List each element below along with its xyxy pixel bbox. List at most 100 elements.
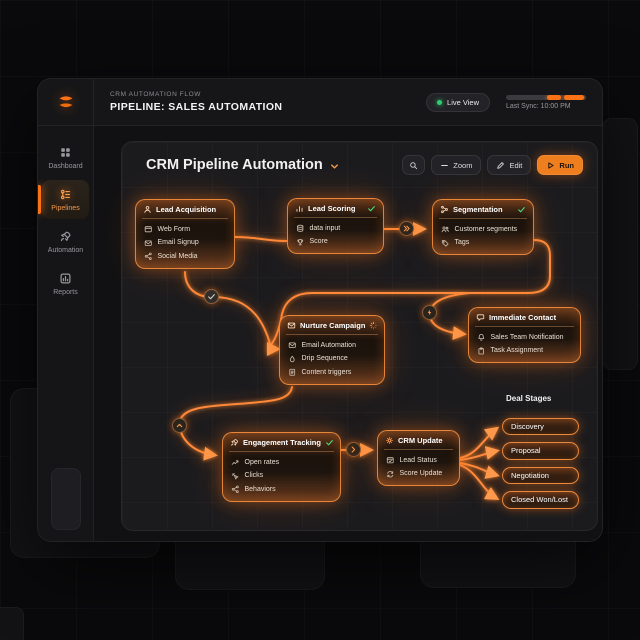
flow-canvas[interactable]: CRM Pipeline Automation Zoom [121,141,598,531]
user-icon [143,205,152,214]
spark-icon [425,308,434,317]
check-icon [367,204,376,213]
wire-acquisition-scoring [234,236,288,242]
node-segmentation[interactable]: Segmentation Customer segments Tags [432,199,534,255]
sidebar-item-label: Reports [53,289,78,296]
sidebar-item-label: Dashboard [48,163,83,170]
wire-acquisition-nurture [184,271,281,356]
bell-icon [477,333,486,342]
edit-button[interactable]: Edit [487,155,532,175]
cursor-click-icon [231,472,240,481]
wire-crm-closed [459,464,500,500]
stage-label: Discovery [511,421,544,431]
mail-icon [288,341,297,350]
connector-badge-fast-forward [399,221,414,236]
droplet-icon [288,355,297,364]
stage-closed-won-lost[interactable]: Closed Won/Lost [502,491,579,509]
live-view-badge[interactable]: Live View [426,92,490,112]
last-sync-label: Last Sync: 10:00 PM [506,102,571,110]
node-title: Lead Scoring [308,204,356,213]
sidebar-item-pipelines[interactable]: Pipelines [38,180,89,219]
pencil-icon [496,161,505,170]
clipboard-icon [477,347,486,356]
connector-badge-spark [422,305,437,320]
node-engagement-tracking[interactable]: Engagement Tracking Open rates Clicks Be… [222,432,341,502]
main-area: CRM Pipeline Automation Zoom [94,126,602,541]
wire-crm-negotiation [459,462,500,479]
magnifier-button[interactable] [402,155,426,175]
run-button[interactable]: Run [537,155,583,175]
run-label: Run [559,160,574,170]
node-item-label: Behaviors [244,485,276,493]
browser-icon [144,225,153,234]
chevron-right-icon [349,445,358,454]
stage-negotiation[interactable]: Negotiation [502,466,579,484]
logo-cell[interactable] [38,79,94,125]
users-icon [441,225,450,234]
app-window: CRM AUTOMATION FLOW PIPELINE: SALES AUTO… [37,78,603,542]
minus-icon [440,161,449,170]
node-item-label: Email Signup [157,239,199,247]
node-nurture-campaign[interactable]: Nurture Campaign Email Automation Drip S… [279,315,385,385]
deal-stages-heading: Deal Stages [506,394,552,403]
chevrons-right-icon [402,224,411,233]
check-icon [517,205,526,214]
live-view-label: Live View [447,97,479,107]
sidebar-item-label: Pipelines [51,205,80,212]
stage-proposal[interactable]: Proposal [502,442,579,460]
canvas-toolbar: Zoom Edit Run [402,155,583,175]
node-item-label: Lead Status [399,456,437,464]
mail-icon [144,239,153,248]
document-icon [288,368,297,377]
node-crm-update[interactable]: CRM Update Lead Status Score Update [377,430,460,486]
node-title: Engagement Tracking [243,438,321,447]
background-panel [602,118,638,370]
node-item-label: Sales Team Notification [490,333,564,341]
node-item-label: Content triggers [301,368,352,376]
wire-nurture-engagement [178,386,293,461]
tag-icon [441,239,450,248]
trophy-icon [296,238,305,247]
live-dot-icon [437,99,443,105]
rocket-icon [59,230,72,243]
node-title: Nurture Campaign [300,321,366,330]
wire-crm-discovery [459,426,500,459]
node-item-label: Web Form [157,225,191,233]
node-item-label: Open rates [244,458,280,466]
chat-icon [476,313,485,322]
calendar-check-icon [386,456,395,465]
connector-badge-chevron-up [172,418,187,433]
node-immediate-contact[interactable]: Immediate Contact Sales Team Notificatio… [468,307,581,363]
chevron-up-icon [175,421,184,430]
refresh-icon [386,470,395,479]
zoom-button[interactable]: Zoom [431,155,482,175]
zoom-label: Zoom [453,160,473,170]
node-item-label: data input [309,224,341,232]
window-header: CRM AUTOMATION FLOW PIPELINE: SALES AUTO… [38,79,602,126]
background-panel [0,607,24,640]
node-item-label: Email Automation [301,341,356,349]
chevron-down-icon[interactable] [329,161,340,172]
node-lead-acquisition[interactable]: Lead Acquisition Web Form Email Signup S… [135,199,235,269]
node-item-label: Score Update [399,470,443,478]
sidebar-item-reports[interactable]: Reports [42,264,89,303]
sidebar-decoration [50,468,81,530]
connector-badge-chevron-right [346,442,361,457]
play-icon [546,161,555,170]
progress-segment [546,94,562,100]
node-lead-scoring[interactable]: Lead Scoring data input Score [287,198,384,254]
share-icon [231,485,240,494]
node-item-label: Score [309,238,328,246]
node-item-label: Drip Sequence [301,355,348,363]
magnifier-icon [409,161,418,170]
stage-discovery[interactable]: Discovery [502,417,579,435]
node-item-label: Clicks [244,472,264,480]
stage-label: Proposal [511,446,541,456]
sidebar-item-dashboard[interactable]: Dashboard [42,138,89,177]
sidebar-item-automation[interactable]: Automation [42,222,89,261]
pipeline-icon [59,188,72,201]
check-icon [207,292,216,301]
canvas-title: CRM Pipeline Automation [146,157,323,173]
stage-label: Negotiation [511,470,549,480]
